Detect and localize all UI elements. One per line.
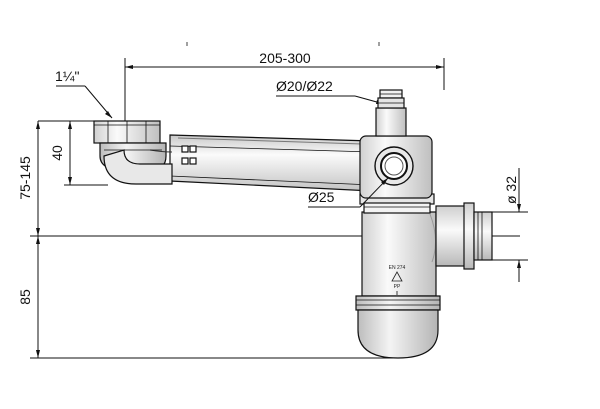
- label-top-width: 205-300: [259, 50, 311, 66]
- connecting-tube: [169, 134, 373, 192]
- label-height-85: 85: [17, 289, 33, 305]
- side-connector: [359, 135, 433, 199]
- dimension-top-width: 205-300: [124, 42, 445, 122]
- label-height-40: 40: [49, 145, 65, 161]
- tube-clips: [181, 145, 197, 165]
- label-outlet-32: ø 32: [503, 176, 519, 204]
- label-pipe-25: Ø25: [308, 189, 335, 205]
- label-height-range: 75-145: [17, 156, 33, 200]
- siphon-cup: [355, 211, 441, 359]
- mark-standard: EN 274: [389, 265, 406, 271]
- label-thread-size: 1¼": [55, 68, 79, 84]
- top-nozzle: [375, 89, 407, 137]
- dimension-height-85: 85: [17, 236, 395, 359]
- dimension-thread-size: 1¼": [55, 68, 113, 119]
- body-collar: [359, 193, 435, 214]
- recycling-mark: EN 274 PP: [389, 265, 406, 295]
- dimension-pipe-25: Ø25: [308, 177, 389, 208]
- outlet-pipe: [435, 202, 493, 270]
- dimension-side-connection: Ø20/Ø22: [276, 78, 385, 105]
- label-side-connection: Ø20/Ø22: [276, 78, 333, 94]
- sink-connection: [93, 120, 173, 185]
- mark-material: PP: [394, 284, 401, 290]
